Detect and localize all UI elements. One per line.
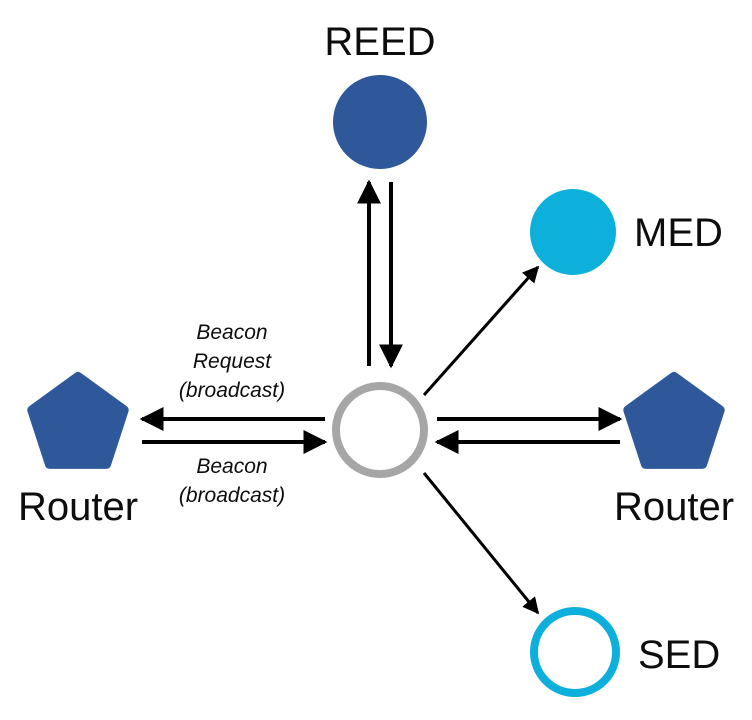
node-reed[interactable] [333,75,427,169]
beacon-label: Beacon (broadcast) [179,455,285,507]
router-left-label: Router [18,485,138,529]
router-right-label: Router [614,485,734,529]
edge-center-to-med [422,265,540,396]
reed-label: REED [324,20,435,64]
med-shape[interactable] [530,189,616,275]
reed-shape[interactable] [333,75,427,169]
router-right-shape[interactable] [623,372,725,469]
node-center-node[interactable] [332,382,428,478]
beacon-request-label-line-1: Request [193,350,272,373]
med-label: MED [634,211,723,255]
beacon-label-line-0: Beacon [196,455,267,478]
router-left-shape[interactable] [27,372,129,469]
sed-label: SED [638,633,720,677]
sed-shape[interactable] [530,607,620,697]
node-sed[interactable] [530,607,620,697]
edges-layer [139,179,623,615]
node-med[interactable] [530,189,616,275]
beacon-label-line-1: (broadcast) [179,484,285,507]
beacon-request-label-line-0: Beacon [196,321,267,344]
edge-center-to-sed [422,472,540,615]
beacon-request-label-line-2: (broadcast) [179,379,285,402]
nodes-layer [27,75,725,697]
center-node-shape[interactable] [332,382,428,478]
node-router-left[interactable] [27,372,129,469]
node-router-right[interactable] [623,372,725,469]
